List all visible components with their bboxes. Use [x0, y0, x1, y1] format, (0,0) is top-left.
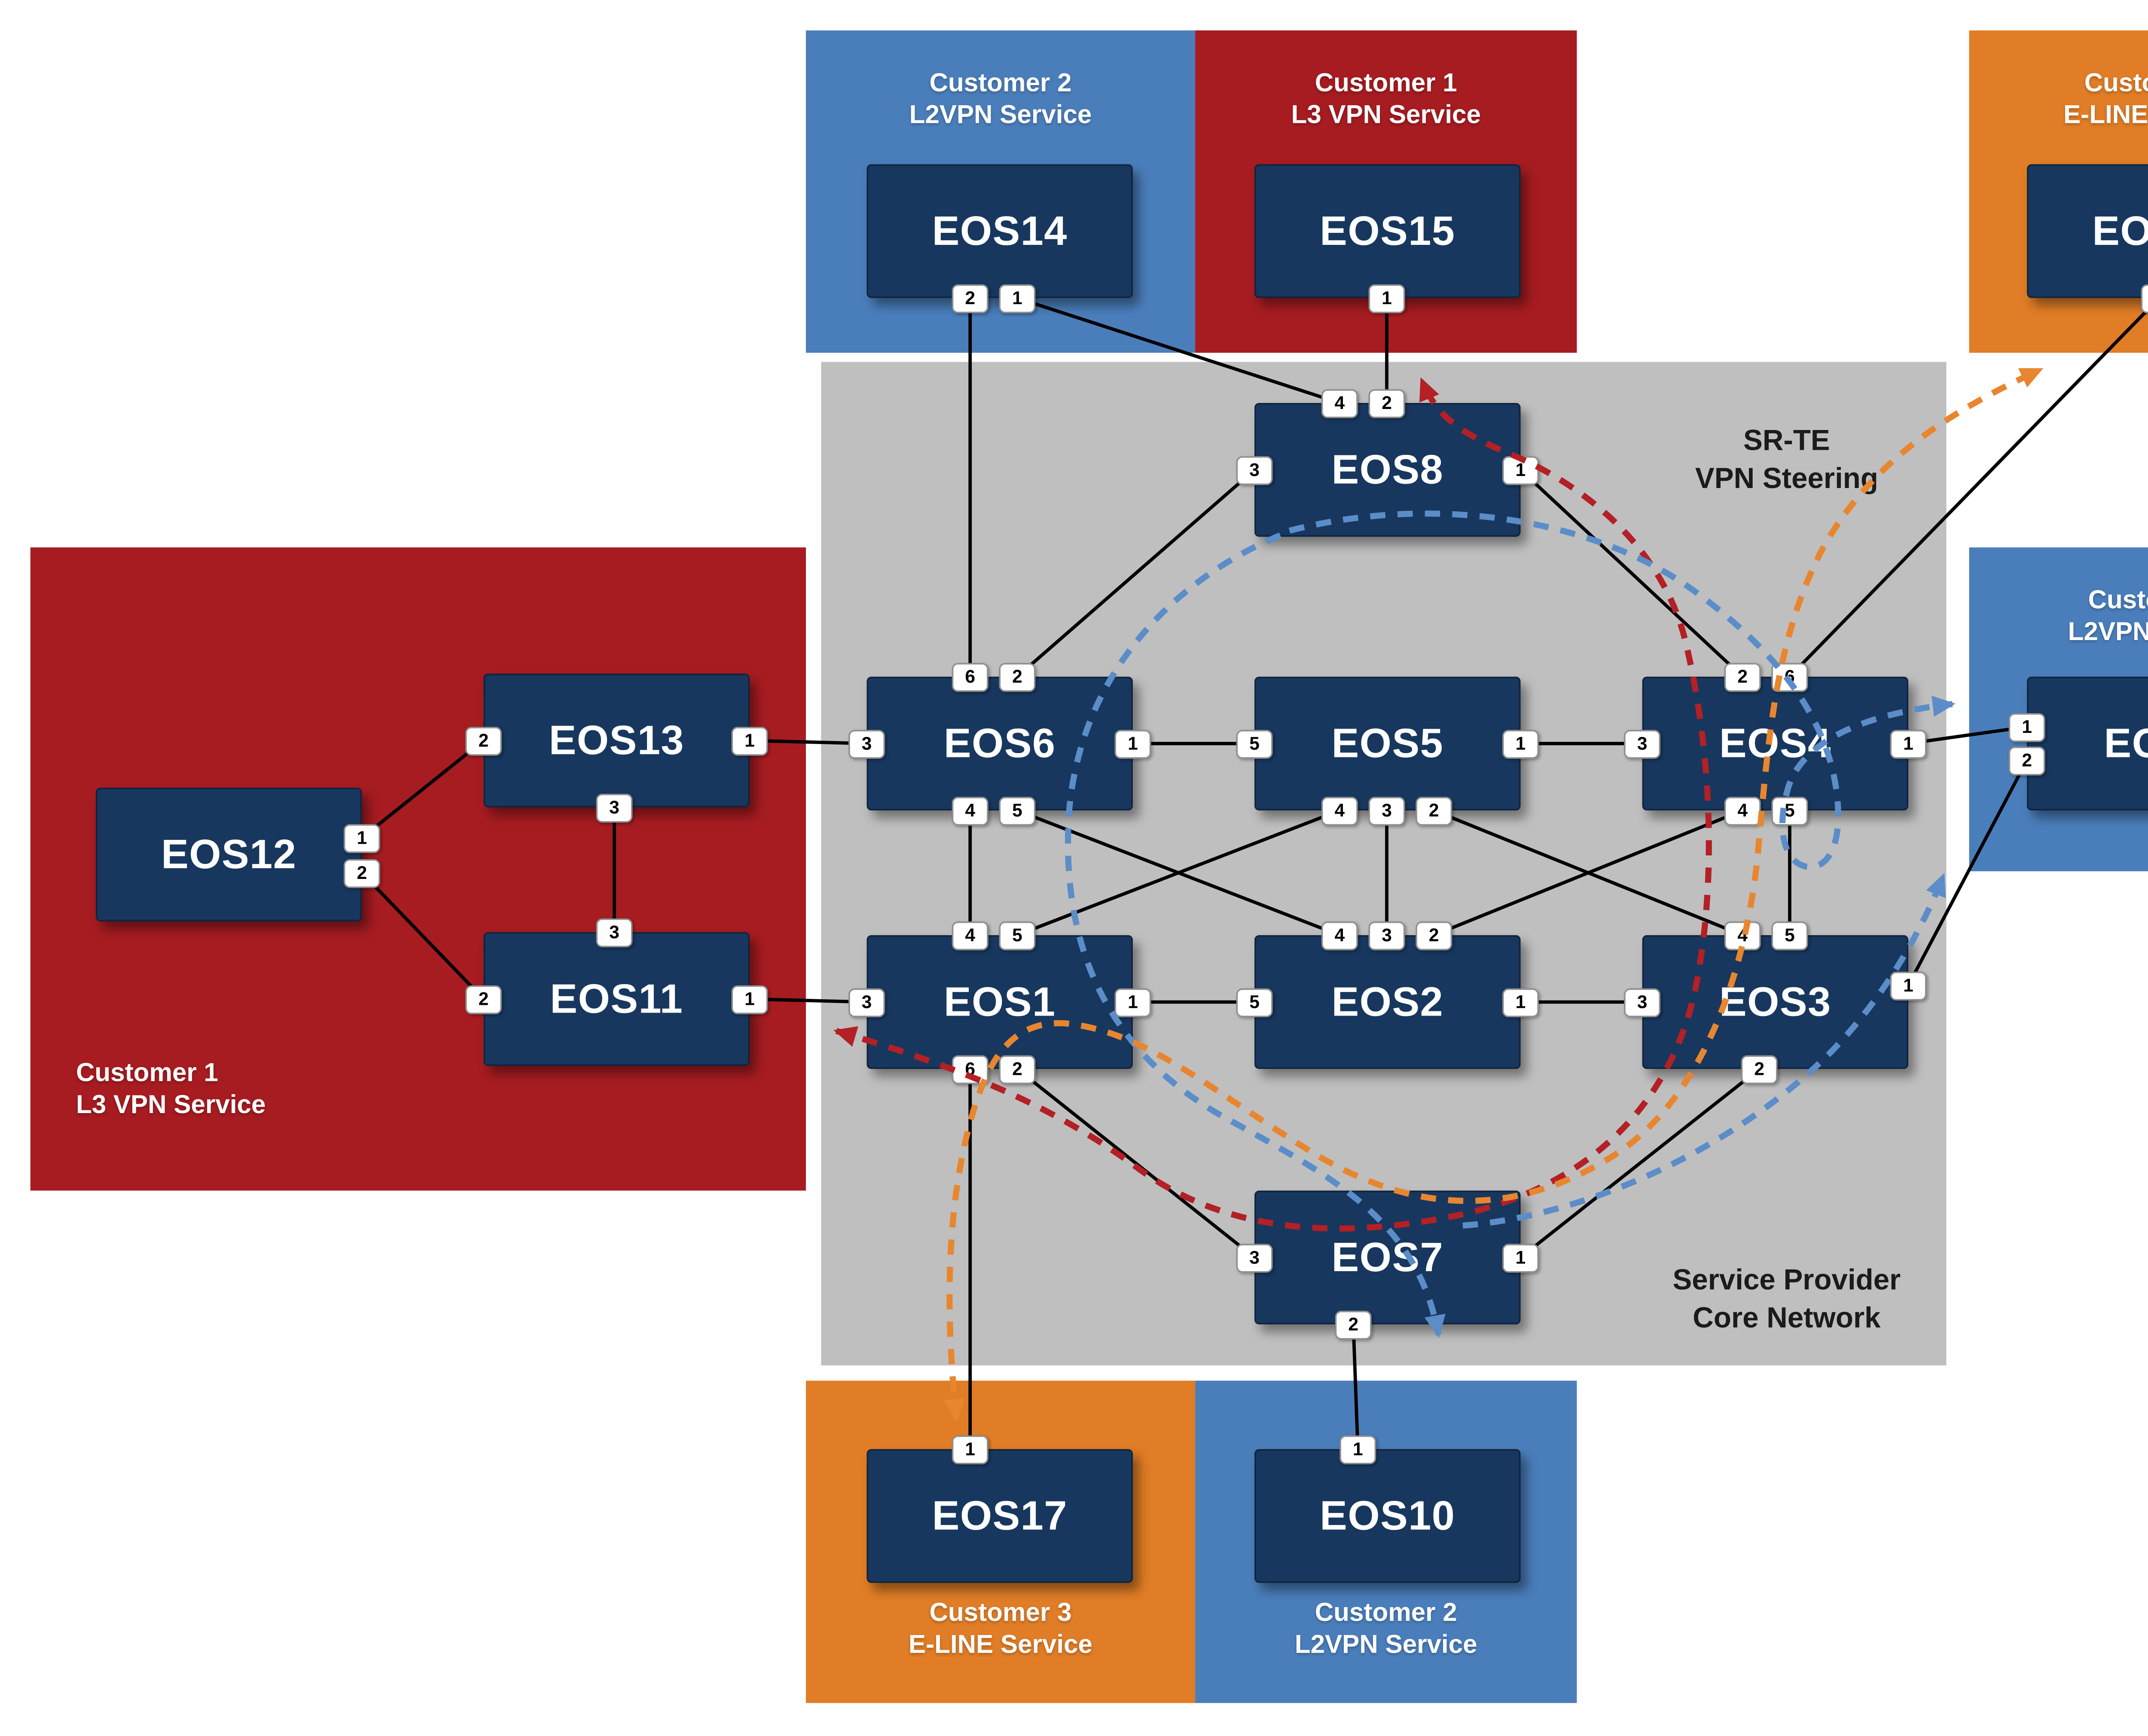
port-EOS15-1: 1 — [1368, 284, 1405, 313]
region-subtitle: E-LINE Service — [908, 1630, 1093, 1660]
port-EOS12-2: 2 — [343, 858, 380, 888]
sr-te-path-customer2-l2vpn-left — [1065, 532, 1446, 1338]
port-EOS13-1: 1 — [731, 726, 768, 755]
port-EOS14-1: 1 — [999, 284, 1036, 313]
link-EOS12.1-EOS13.2 — [360, 739, 485, 839]
node-EOS17-label: EOS17 — [932, 1492, 1068, 1538]
region-customer1-l3vpn-left-label: Customer 1 L3 VPN Service — [76, 1057, 266, 1122]
port-EOS11-3: 3 — [596, 918, 633, 947]
region-customer3-eline-bottom-label: Customer 3 E-LINE Service — [806, 1596, 1195, 1662]
port-EOS10-1: 1 — [1339, 1434, 1376, 1464]
node-EOS15-label: EOS15 — [1320, 207, 1455, 253]
region-subtitle: L2VPN Service — [909, 101, 1092, 130]
sr-te-path-customer1-l3vpn — [833, 377, 1712, 1232]
region-subtitle: L3 VPN Service — [1291, 101, 1481, 130]
port-EOS11-1: 1 — [731, 984, 768, 1014]
region-subtitle: E-LINE Service — [2063, 101, 2148, 130]
node-EOS14: EOS14 — [867, 164, 1133, 298]
port-EOS13-2: 2 — [465, 726, 502, 755]
region-customer2-l2vpn-bottom-label: Customer 2 L2VPN Service — [1195, 1596, 1577, 1662]
node-EOS16-label: EOS16 — [2092, 207, 2148, 253]
port-EOS14-2: 2 — [952, 284, 989, 313]
region-title: Customer 3 — [929, 1598, 1072, 1627]
port-EOS12-1: 1 — [343, 823, 380, 852]
node-EOS12: EOS12 — [95, 787, 362, 921]
port-EOS16-1: 1 — [2141, 284, 2148, 313]
sr-te-path-customer2-l2vpn-right — [1288, 510, 1956, 870]
sr-te-path-customer3-eline — [943, 366, 2044, 1422]
region-title: Customer 2 — [929, 68, 1072, 98]
node-EOS13-label: EOS13 — [549, 717, 684, 763]
port-EOS13-3: 3 — [596, 793, 633, 822]
region-title: Customer 1 — [1315, 68, 1457, 98]
node-EOS10: EOS10 — [1254, 1449, 1521, 1583]
node-EOS16: EOS16 — [2027, 164, 2148, 298]
node-EOS11-label: EOS11 — [550, 975, 683, 1021]
region-subtitle: L2VPN Service — [1294, 1630, 1477, 1660]
region-customer2-l2vpn-right-label: Customer 2 L2VPN Service — [1969, 584, 2148, 649]
node-EOS15: EOS15 — [1254, 164, 1521, 298]
node-EOS17: EOS17 — [867, 1449, 1133, 1583]
region-subtitle: L3 VPN Service — [76, 1091, 266, 1120]
region-subtitle: L2VPN Service — [2068, 618, 2148, 647]
region-customer1-l3vpn-top-label: Customer 1 L3 VPN Service — [1195, 67, 1577, 132]
region-customer3-eline-top-label: Customer 3 E-LINE Service — [1969, 67, 2148, 132]
port-EOS17-1: 1 — [952, 1434, 989, 1464]
region-title: Customer 2 — [1315, 1598, 1457, 1627]
link-EOS12.2-EOS11.2 — [360, 871, 485, 1001]
region-title: Customer 1 — [76, 1058, 219, 1087]
region-title: Customer 2 — [2088, 585, 2148, 614]
node-EOS10-label: EOS10 — [1320, 1492, 1455, 1538]
region-customer2-l2vpn-top-label: Customer 2 L2VPN Service — [806, 67, 1195, 132]
node-EOS9: EOS9 — [2027, 677, 2148, 811]
node-EOS9-label: EOS9 — [2104, 720, 2148, 766]
port-EOS11-2: 2 — [465, 984, 502, 1014]
node-EOS12-label: EOS12 — [161, 831, 297, 877]
node-EOS14-label: EOS14 — [932, 207, 1068, 253]
region-title: Customer 3 — [2084, 68, 2148, 98]
